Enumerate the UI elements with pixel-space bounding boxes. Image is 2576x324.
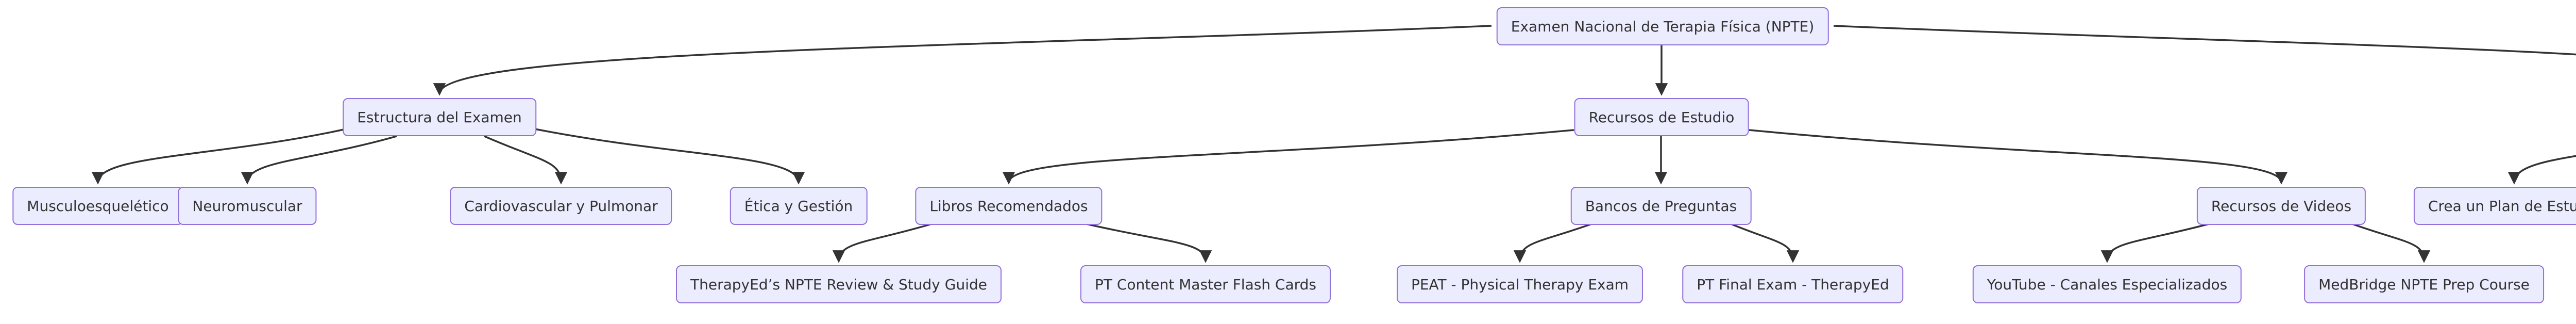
node-label: Cardiovascular y Pulmonar [464,197,658,215]
node-medbridge-npte-prep-course: MedBridge NPTE Prep Course [2304,265,2544,303]
edge-videos-medbridge [2349,222,2431,263]
node-libros-recomendados: Libros Recomendados [915,187,1103,225]
node-pt-final-exam-therapyed: PT Final Exam - TherapyEd [1682,265,1904,303]
node-etica-y-gestion: Ética y Gestión [730,187,868,225]
node-label: PT Final Exam - TherapyEd [1697,276,1889,293]
node-peat-physical-therapy-exam: PEAT - Physical Therapy Exam [1396,265,1643,303]
node-pt-content-master-flash-cards: PT Content Master Flash Cards [1080,265,1331,303]
edge-estructura-etica [534,128,805,185]
node-neuromuscular: Neuromuscular [178,187,317,225]
node-label: PT Content Master Flash Cards [1094,276,1317,293]
node-label: Libros Recomendados [929,197,1088,215]
node-label: TherapyEd’s NPTE Review & Study Guide [690,276,987,293]
edge-libros-flashcards [1081,222,1212,263]
edge-estructura-musculo [91,128,347,185]
node-label: Examen Nacional de Terapia Física (NPTE) [1511,18,1815,35]
node-bancos-de-preguntas: Bancos de Preguntas [1570,187,1752,225]
edge-estructura-cardio [484,135,568,185]
node-musculoesqueletico: Musculoesquelético [12,187,183,225]
node-estructura-del-examen: Estructura del Examen [343,98,536,136]
node-recursos-de-estudio: Recursos de Estudio [1574,98,1749,136]
node-label: Recursos de Videos [2211,197,2352,215]
edge-bancos-peat [1513,222,1595,263]
node-label: Bancos de Preguntas [1585,197,1737,215]
edge-libros-therapyed [832,222,936,263]
node-label: Musculoesquelético [27,197,169,215]
node-label: PEAT - Physical Therapy Exam [1411,276,1629,293]
node-label: Crea un Plan de Estudio [2428,197,2576,215]
node-crea-un-plan-de-estudio: Crea un Plan de Estudio [2413,187,2576,225]
edge-videos-youtube [2100,222,2213,263]
edge-bancos-ptfinal [1728,222,1800,263]
edge-root-estrategia [1833,25,2576,56]
node-youtube-canales-especializados: YouTube - Canales Especializados [1972,265,2242,303]
edge-recursos-libros [1002,129,1574,185]
edge-estrategia-plan [2507,155,2576,185]
node-label: MedBridge NPTE Prep Course [2318,276,2530,293]
edge-recursos-videos [1749,129,2288,185]
node-examen-nacional-npte: Examen Nacional de Terapia Física (NPTE) [1496,7,1829,45]
node-label: Ética y Gestión [744,197,853,215]
node-recursos-de-videos: Recursos de Videos [2196,187,2366,225]
node-cardiovascular-y-pulmonar: Cardiovascular y Pulmonar [450,187,672,225]
node-label: YouTube - Canales Especializados [1987,276,2228,293]
edge-estructura-neuro [241,135,397,185]
node-label: Neuromuscular [192,197,302,215]
node-label: Recursos de Estudio [1588,108,1735,126]
node-label: Estructura del Examen [357,108,522,126]
node-therapyed-npte-review-study-guide: TherapyEd’s NPTE Review & Study Guide [676,265,1002,303]
edge-root-estructura [433,25,1492,96]
